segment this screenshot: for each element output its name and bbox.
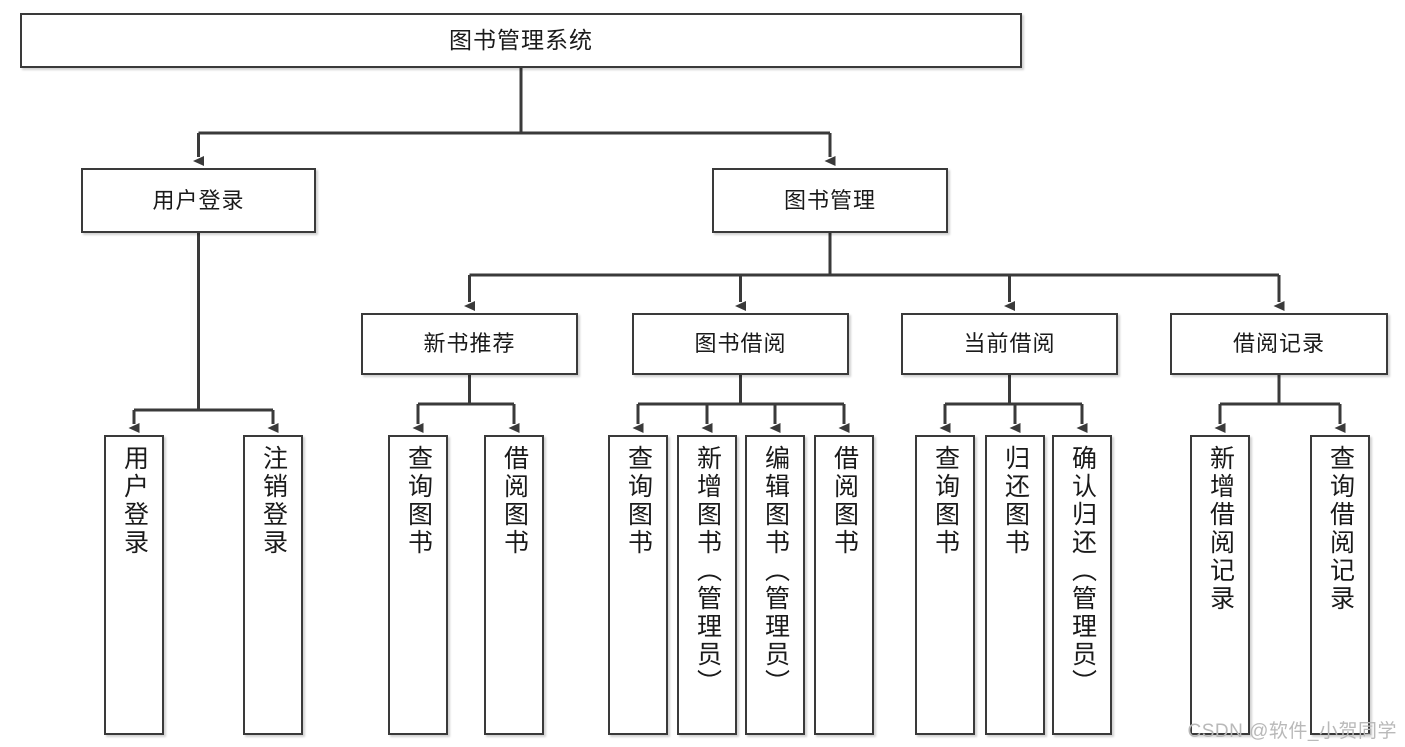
node-label: 归还图书 xyxy=(1001,445,1030,557)
node-label: 新增借阅记录 xyxy=(1206,445,1235,613)
node-label: 新书推荐 xyxy=(423,331,516,357)
node-label: 用户登录 xyxy=(120,445,149,557)
node-leaf-add-record[interactable]: 新增借阅记录 xyxy=(1190,435,1250,735)
node-label: 借阅图书 xyxy=(830,445,859,557)
node-leaf-return-book[interactable]: 归还图书 xyxy=(985,435,1045,735)
node-leaf-query-book-2[interactable]: 查询图书 xyxy=(608,435,668,735)
node-leaf-borrow-book-2[interactable]: 借阅图书 xyxy=(814,435,874,735)
node-label: 当前借阅 xyxy=(963,331,1056,357)
node-label: 用户登录 xyxy=(152,187,245,213)
node-leaf-query-book-3[interactable]: 查询图书 xyxy=(915,435,975,735)
node-leaf-borrow-book-1[interactable]: 借阅图书 xyxy=(484,435,544,735)
node-label: 查询图书 xyxy=(404,445,433,557)
node-label: 借阅图书 xyxy=(500,445,529,557)
node-book-manage[interactable]: 图书管理 xyxy=(712,168,948,233)
node-leaf-add-book[interactable]: 新增图书（管理员） xyxy=(677,435,737,735)
node-borrow-record[interactable]: 借阅记录 xyxy=(1170,313,1388,375)
node-label: 图书管理系统 xyxy=(449,27,593,54)
node-user-login[interactable]: 用户登录 xyxy=(81,168,316,233)
node-label: 查询图书 xyxy=(624,445,653,557)
node-label: 查询图书 xyxy=(931,445,960,557)
node-new-book-rec[interactable]: 新书推荐 xyxy=(361,313,578,375)
node-label: 图书借阅 xyxy=(694,331,787,357)
node-label: 确认归还（管理员） xyxy=(1068,445,1097,697)
node-label: 查询借阅记录 xyxy=(1326,445,1355,613)
node-label: 编辑图书（管理员） xyxy=(761,445,790,697)
node-label: 新增图书（管理员） xyxy=(693,445,722,697)
node-leaf-edit-book[interactable]: 编辑图书（管理员） xyxy=(745,435,805,735)
node-leaf-query-book-1[interactable]: 查询图书 xyxy=(388,435,448,735)
node-label: 注销登录 xyxy=(259,445,288,557)
watermark: CSDN @软件_小贺同学 xyxy=(1187,721,1397,742)
node-leaf-logout[interactable]: 注销登录 xyxy=(243,435,303,735)
node-root[interactable]: 图书管理系统 xyxy=(20,13,1022,68)
node-leaf-confirm-return[interactable]: 确认归还（管理员） xyxy=(1052,435,1112,735)
node-current-borrow[interactable]: 当前借阅 xyxy=(901,313,1118,375)
node-label: 借阅记录 xyxy=(1232,331,1325,357)
node-book-borrow[interactable]: 图书借阅 xyxy=(632,313,849,375)
node-leaf-user-login[interactable]: 用户登录 xyxy=(104,435,164,735)
node-label: 图书管理 xyxy=(783,187,876,213)
node-leaf-query-record[interactable]: 查询借阅记录 xyxy=(1310,435,1370,735)
